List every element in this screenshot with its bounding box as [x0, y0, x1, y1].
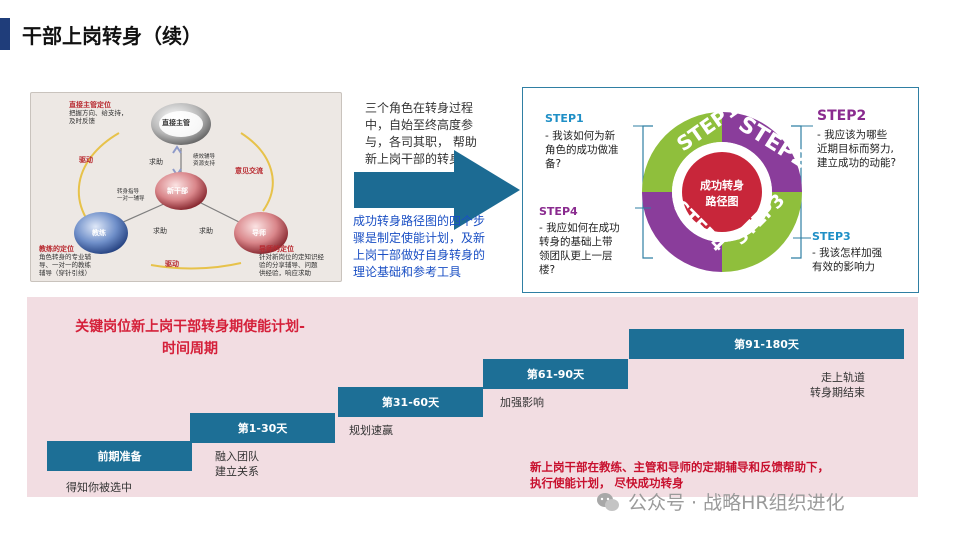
- step1-line: - 我该如何为新: [545, 129, 619, 143]
- label-drive-left: 驱动: [79, 155, 93, 165]
- mentor-role: 导师的定位 针对新岗位的定知识经 验的分享辅导、问题 供经验，响应求助: [259, 245, 324, 277]
- step2-line: - 我应该为哪些: [817, 128, 896, 142]
- step4-line: 楼?: [539, 263, 620, 277]
- stage-bar: 第31-60天: [338, 387, 483, 417]
- connector-line: 三个角色在转身过程: [365, 100, 477, 117]
- step4-line: 转身的基础上带: [539, 235, 620, 249]
- roadmap-center-line: 成功转身: [700, 178, 744, 192]
- stage-note-line: 建立关系: [215, 464, 259, 479]
- stage-bar: 第1-30天: [190, 413, 335, 443]
- wechat-icon: [596, 491, 620, 513]
- supervisor-role-title: 直接主管定位: [69, 101, 111, 109]
- step1-line: 角色的成功做准: [545, 143, 619, 157]
- mentor-role-line: 供经验，响应求助: [259, 269, 311, 277]
- mentor-role-line: 验的分享辅导、问题: [259, 261, 318, 269]
- help-label: 求助: [153, 226, 167, 236]
- mini-label-top: 绩效辅导 资源支持: [193, 154, 215, 167]
- timeline-title-line: 时间周期: [40, 338, 340, 360]
- stage-note-line: 加强影响: [500, 395, 544, 410]
- step2-line: 近期目标而努力,: [817, 142, 896, 156]
- node-mentor: 导师: [252, 228, 266, 238]
- stage-note: 走上轨道 转身期结束: [810, 370, 865, 400]
- label-exchange: 意见交流: [235, 166, 263, 176]
- stage-note-line: 融入团队: [215, 449, 259, 464]
- title-accent-bar: [0, 18, 10, 50]
- connector-line: 中，自始至终高度参: [365, 117, 477, 134]
- step3-line: - 我该怎样加强: [812, 246, 882, 260]
- stage-note-line: 得知你被选中: [66, 480, 132, 495]
- connector-line: 上岗干部做好自身转身的: [353, 247, 485, 264]
- supervisor-role: 直接主管定位 把握方向、给支持， 及时反馈: [69, 101, 128, 125]
- stage-note: 融入团队 建立关系: [215, 449, 259, 479]
- mini-label-left: 转身指导 一对一辅导: [117, 189, 145, 202]
- coach-role-title: 教练的定位: [39, 245, 74, 253]
- step1-label: STEP1: [545, 112, 584, 125]
- watermark: 公众号 · 战略HR组织进化: [596, 488, 845, 515]
- stage-bar: 第61-90天: [483, 359, 628, 389]
- stage-note: 得知你被选中: [66, 480, 132, 495]
- connector-line: 成功转身路径图的四个步: [353, 213, 485, 230]
- roles-diagram: 直接主管 新干部 教练 导师 直接主管定位 把握方向、给支持， 及时反馈 教练的…: [30, 92, 342, 282]
- step4-line: 领团队更上一层: [539, 249, 620, 263]
- step2-line: 建立成功的动能?: [817, 156, 896, 170]
- supervisor-role-line: 及时反馈: [69, 117, 95, 125]
- step2-label: STEP2: [817, 108, 866, 124]
- coach-role-line: 角色转身的专业辅: [39, 253, 91, 261]
- mini-label-line: 转身指导: [117, 189, 139, 195]
- roadmap-center-line: 路径图: [706, 194, 739, 208]
- coach-role-line: 导、一对一的教练: [39, 261, 91, 269]
- connector-line: 骤是制定使能计划，及新: [353, 230, 485, 247]
- stage-bar: 第91-180天: [629, 329, 904, 359]
- stage-note-line: 走上轨道: [810, 370, 865, 385]
- stage-note-line: 转身期结束: [810, 385, 865, 400]
- step1-text: - 我该如何为新 角色的成功做准 备?: [545, 129, 619, 171]
- mentor-role-line: 针对新岗位的定知识经: [259, 253, 324, 261]
- mentor-role-title: 导师的定位: [259, 245, 294, 253]
- timeline-summary: 新上岗干部在教练、主管和导师的定期辅导和反馈帮助下， 执行使能计划， 尽快成功转…: [530, 459, 829, 491]
- stage-note: 规划速赢: [349, 423, 393, 438]
- label-drive-bottom: 驱动: [165, 259, 179, 269]
- coach-role-line: 辅导（穿针引线）: [39, 269, 91, 277]
- step4-text: - 我应如何在成功 转身的基础上带 领团队更上一层 楼?: [539, 221, 620, 277]
- connector-line: 理论基础和参考工具: [353, 264, 485, 281]
- coach-role: 教练的定位 角色转身的专业辅 导、一对一的教练 辅导（穿针引线）: [39, 245, 91, 277]
- watermark-text: 公众号 · 战略HR组织进化: [628, 488, 845, 515]
- stage-note: 加强影响: [500, 395, 544, 410]
- step3-label: STEP3: [812, 230, 851, 243]
- stage-bar: 前期准备: [47, 441, 192, 471]
- page-title: 干部上岗转身（续）: [22, 20, 202, 49]
- node-coach: 教练: [92, 228, 106, 238]
- node-new-cadre: 新干部: [167, 186, 188, 196]
- step1-line: 备?: [545, 157, 619, 171]
- timeline-title-line: 关键岗位新上岗干部转身期使能计划-: [40, 316, 340, 338]
- node-supervisor: 直接主管: [162, 118, 190, 128]
- help-label: 求助: [149, 157, 163, 167]
- mini-label-line: 一对一辅导: [117, 196, 145, 202]
- connector-line: 与，各司其职， 帮助: [365, 134, 477, 151]
- step4-label: STEP4: [539, 205, 578, 218]
- mini-label-line: 绩效辅导: [193, 154, 215, 160]
- connector-text-bottom: 成功转身路径图的四个步 骤是制定使能计划，及新 上岗干部做好自身转身的 理论基础…: [353, 213, 485, 281]
- step2-text: - 我应该为哪些 近期目标而努力, 建立成功的动能?: [817, 128, 896, 170]
- mini-label-line: 资源支持: [193, 161, 215, 167]
- stage-note-line: 规划速赢: [349, 423, 393, 438]
- transition-roadmap-panel: STEP1 STEP2 STEP3 STEP4 成功转身 路径图 STEP1 -…: [522, 87, 919, 293]
- summary-line: 新上岗干部在教练、主管和导师的定期辅导和反馈帮助下，: [530, 459, 829, 475]
- help-label: 求助: [199, 226, 213, 236]
- step4-line: - 我应如何在成功: [539, 221, 620, 235]
- timeline-title: 关键岗位新上岗干部转身期使能计划- 时间周期: [40, 316, 340, 360]
- step3-text: - 我该怎样加强 有效的影响力: [812, 246, 882, 274]
- step3-line: 有效的影响力: [812, 260, 882, 274]
- supervisor-role-line: 把握方向、给支持，: [69, 109, 128, 117]
